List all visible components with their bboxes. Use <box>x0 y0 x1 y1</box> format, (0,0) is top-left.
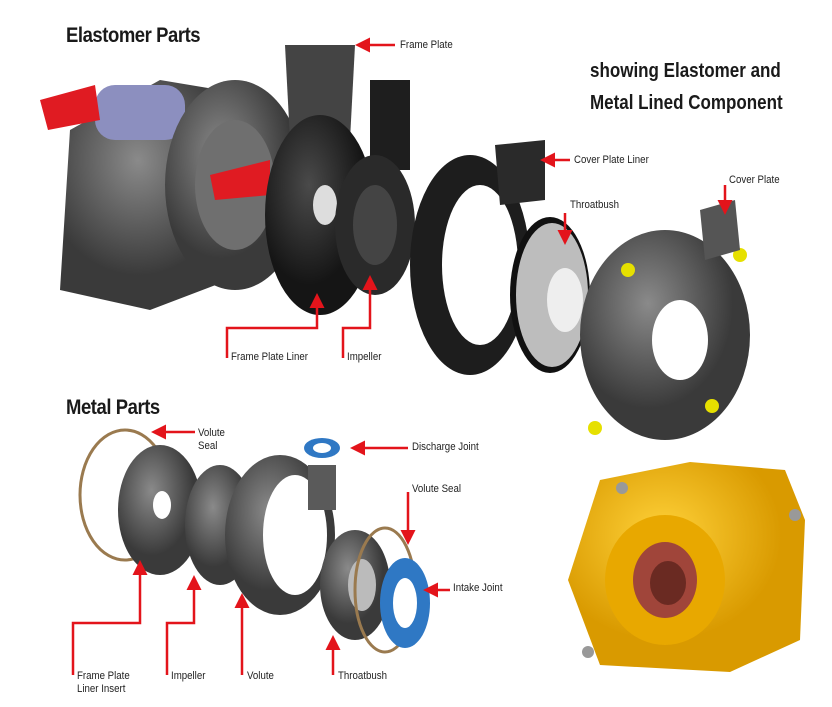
intake-joint <box>380 558 430 648</box>
label-frame-plate-liner-insert: Frame Plate Liner Insert <box>77 670 130 696</box>
label-frame-plate-liner: Frame Plate Liner <box>231 351 308 363</box>
label-fpli-line1: Frame Plate <box>77 670 130 682</box>
label-frame-plate: Frame Plate <box>400 39 453 51</box>
label-elastomer-impeller: Impeller <box>347 351 382 363</box>
label-volute-seal-left: Volute Seal <box>198 427 225 453</box>
elastomer-impeller <box>335 155 415 295</box>
label-metal-throatbush: Throatbush <box>338 670 387 682</box>
metal-parts-heading: Metal Parts <box>66 396 160 419</box>
elastomer-parts-heading: Elastomer Parts <box>66 24 201 47</box>
label-cover-plate-liner: Cover Plate Liner <box>574 154 649 166</box>
discharge-joint <box>304 438 340 458</box>
label-cover-plate: Cover Plate <box>729 174 780 186</box>
subtitle-line-2: Metal Lined Component <box>590 92 783 114</box>
assembled-yellow-pump <box>568 462 805 672</box>
label-fpli-line2: Liner Insert <box>77 683 126 695</box>
elastomer-throatbush <box>510 217 590 373</box>
label-volute-seal-line1: Volute <box>198 427 225 439</box>
callout-arrows <box>71 37 733 675</box>
frame-plate-liner-insert <box>118 445 202 575</box>
cover-plate <box>580 200 750 440</box>
metal-volute <box>225 455 336 615</box>
label-intake-joint: Intake Joint <box>453 582 503 594</box>
label-discharge-joint: Discharge Joint <box>412 441 479 453</box>
label-volute-seal-right: Volute Seal <box>412 483 461 495</box>
label-volute-seal-line2: Seal <box>198 440 218 452</box>
label-volute: Volute <box>247 670 274 682</box>
label-metal-impeller: Impeller <box>171 670 206 682</box>
subtitle-line-1: showing Elastomer and <box>590 60 781 82</box>
cover-plate-liner <box>410 140 545 375</box>
label-throatbush: Throatbush <box>570 199 619 211</box>
